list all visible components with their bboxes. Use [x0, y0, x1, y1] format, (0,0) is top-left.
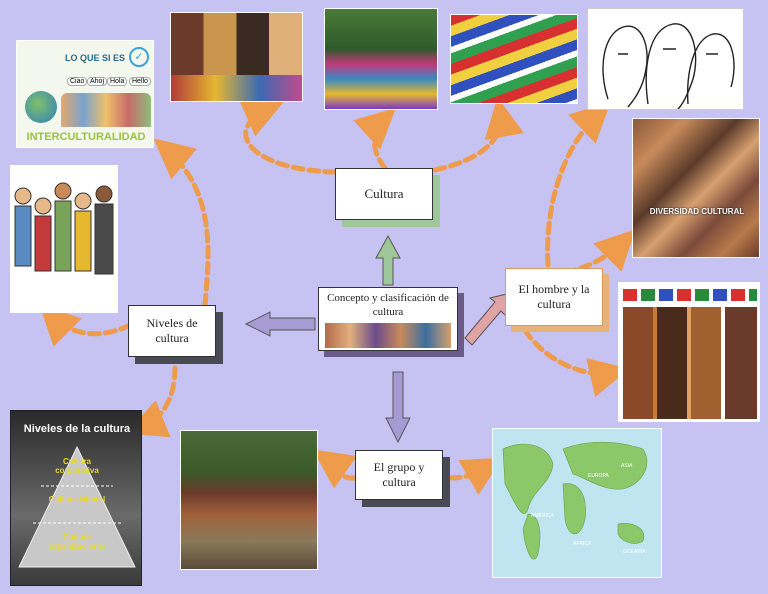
sketch-faces-image: [587, 8, 744, 110]
flags-canopy-image: [450, 14, 578, 104]
map-label-europa: EUROPA: [588, 473, 609, 479]
connector-niveles-to-interculturalidad: [153, 138, 211, 308]
sketch-faces-drawing: [602, 23, 735, 109]
grupo-node-label: El grupo y cultura: [373, 460, 425, 489]
flags-row: [623, 289, 757, 301]
map-label-africa: ÁFRICA: [573, 541, 592, 547]
pyramid-level-2: Cultura laboral: [48, 495, 106, 504]
connector-cultura-to-faces: [239, 99, 338, 175]
block-arrow-up: [375, 234, 401, 286]
people-row: [61, 93, 151, 127]
tribe-image: [180, 430, 318, 570]
center-node-photo: [325, 322, 451, 348]
connector-hombre-to-sketch: [545, 101, 611, 268]
faces-image: [170, 12, 303, 102]
grupo-node[interactable]: El grupo y cultura: [355, 450, 443, 500]
pyramid-level-1: Cultura corporativa: [55, 457, 99, 475]
bubble-2: Ahoj: [87, 77, 108, 86]
diversidad-text: DIVERSIDAD CULTURAL: [649, 207, 745, 216]
block-arrow-left: [244, 311, 316, 337]
interculturalidad-top-text: LO QUE SI ES: [65, 53, 126, 63]
niveles-node-label: Niveles de cultura: [146, 316, 198, 345]
connector-niveles-to-people: [39, 304, 133, 347]
connector-hombre-to-flags-collage: [522, 327, 630, 398]
people-sketch-image: [10, 165, 118, 313]
diversidad-cultural-image: DIVERSIDAD CULTURAL: [632, 118, 760, 258]
interculturalidad-image: LO QUE SI ES ✓ Hola Ahoj Hello Ciao INTE…: [16, 40, 154, 148]
connector-cultura-to-flags: [432, 97, 525, 173]
world-map-image: EUROPA ASIA AMÉRICA ÁFRICA OCEANÍA: [492, 428, 662, 578]
dancers-image: [324, 8, 438, 110]
map-label-america: AMÉRICA: [531, 513, 554, 519]
globe-icon: [25, 91, 57, 123]
center-node[interactable]: Concepto y clasificación de cultura: [318, 287, 458, 351]
pyramid-level-3: Cultura organizacional: [48, 533, 105, 551]
cultura-node-label: Cultura: [364, 185, 404, 201]
map-label-oceania: OCEANÍA: [623, 549, 646, 555]
connector-grupo-to-map: [447, 457, 503, 495]
connector-niveles-to-pyramid: [126, 365, 178, 438]
connector-cultura-to-dancers: [353, 107, 397, 171]
bubble-1: Hola: [107, 77, 128, 86]
connector-grupo-to-tribe: [312, 449, 358, 489]
world-map-drawing: [502, 441, 648, 560]
block-arrow-down: [385, 371, 411, 444]
center-node-label: Concepto y clasificación de cultura: [327, 292, 449, 318]
hombre-node-label: El hombre y la cultura: [518, 282, 590, 311]
flags-collage-image: [618, 282, 760, 422]
hombre-node[interactable]: El hombre y la cultura: [505, 268, 603, 326]
photo-grid: [623, 307, 757, 419]
pyramid-title: Niveles de la cultura: [23, 423, 131, 435]
cultura-node[interactable]: Cultura: [335, 168, 433, 220]
interculturalidad-bottom-text: INTERCULTURALIDAD: [26, 131, 146, 143]
people-sketch-drawing: [14, 182, 114, 275]
niveles-node[interactable]: Niveles de cultura: [128, 305, 216, 357]
niveles-pyramid-image: Niveles de la cultura Cultura corporativ…: [10, 410, 142, 586]
pyramid-drawing: [18, 445, 136, 568]
check-icon: ✓: [129, 47, 149, 67]
bubble-4: Ciao: [67, 77, 88, 86]
bubble-3: Hello: [129, 77, 151, 86]
map-label-asia: ASIA: [621, 463, 633, 469]
